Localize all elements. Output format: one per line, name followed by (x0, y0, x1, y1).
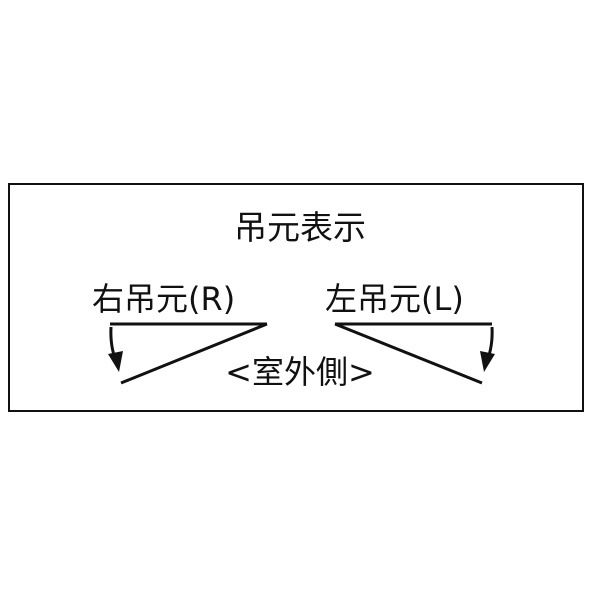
diagram-title: 吊元表示 (234, 208, 366, 247)
right-hinge-arrowhead-icon (108, 351, 123, 372)
left-hinge-door-symbol (334, 322, 495, 385)
diagram-frame (8, 183, 584, 412)
right-hinge-label: 右吊元(R) (92, 280, 236, 318)
left-hinge-door-leaf-line (334, 322, 483, 385)
outside-side-label: <室外側> (225, 353, 375, 391)
right-hinge-door-symbol (108, 322, 268, 385)
left-hinge-label: 左吊元(L) (325, 280, 464, 318)
left-hinge-arrowhead-icon (480, 351, 495, 372)
right-hinge-door-leaf-line (120, 322, 268, 385)
